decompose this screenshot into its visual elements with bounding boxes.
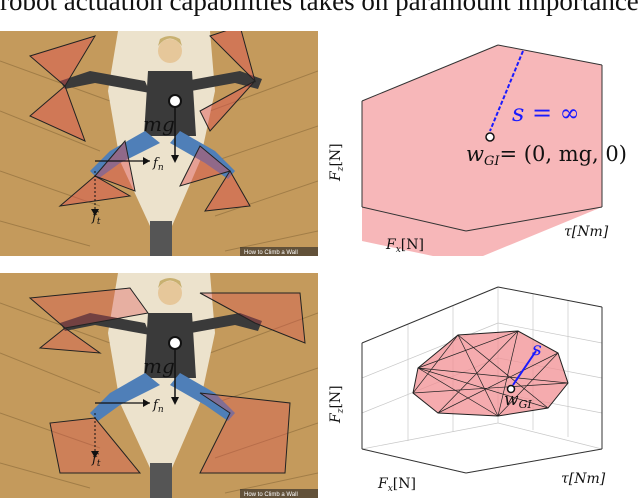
fx-axis-label: Fx[N]	[385, 237, 424, 255]
box-edges	[361, 286, 603, 474]
caption-text: robot actuation capabilities takes on pa…	[0, 0, 640, 16]
fx-axis-label: Fx[N]	[377, 476, 416, 494]
fn-label: fn	[152, 398, 164, 415]
fn-arrowhead	[143, 399, 150, 407]
tau-axis-label: τ[Nm]	[564, 224, 609, 240]
hair	[158, 36, 182, 46]
ft-arrowhead	[91, 451, 99, 458]
watermark: How to Climb a Wall	[244, 250, 298, 256]
gravity-arrowhead	[171, 397, 179, 405]
head	[158, 281, 182, 305]
watermark: How to Climb a Wall	[244, 492, 298, 498]
polytope-mesh	[412, 330, 569, 417]
wrench-cone-plot-top: s = ∞ wGI= (0, mg, 0) Fz[N] Fx[N] τ[Nm]	[328, 44, 627, 256]
ft-arrowhead	[91, 209, 99, 216]
com-marker	[168, 94, 182, 108]
wall-texture	[0, 60, 318, 252]
com-marker	[168, 336, 182, 350]
ft-label: ft	[91, 210, 101, 227]
photo-top: mg fn ft How to Climb a Wall	[0, 31, 318, 256]
wrench-polytope	[412, 330, 569, 417]
hair	[158, 278, 182, 288]
friction-cones	[28, 31, 256, 212]
s-vector	[512, 350, 537, 386]
gravity-arrowhead	[171, 155, 179, 163]
wgi-point	[506, 384, 516, 394]
fn-label: fn	[152, 156, 164, 173]
wgi-label: wGI= (0, mg, 0)	[466, 142, 627, 169]
plot-top: s = ∞ wGI= (0, mg, 0) Fz[N] Fx[N] τ[Nm]	[318, 31, 640, 256]
left-leg	[90, 373, 160, 421]
fz-axis-label: Fz[N]	[328, 143, 346, 182]
wall-texture	[0, 302, 318, 494]
mg-label: mg	[143, 112, 175, 136]
s-label: s	[532, 338, 542, 360]
wrench-polytope-plot-bottom: s wGI Fz[N] Fx[N] τ[Nm]	[328, 286, 606, 494]
s-label: s = ∞	[512, 99, 580, 127]
friction-pyramids	[28, 287, 306, 474]
head	[158, 39, 182, 63]
watermark-bg	[240, 247, 318, 256]
mg-label: mg	[143, 354, 175, 378]
photo-bottom: mg fn ft How to Climb a Wall	[0, 273, 318, 498]
right-arm	[180, 71, 262, 93]
left-arm	[60, 71, 150, 93]
fn-arrowhead	[143, 157, 150, 165]
climber-illustration-top: mg fn ft How to Climb a Wall	[0, 31, 318, 256]
left-arm	[60, 313, 150, 335]
cone-volume	[362, 45, 602, 256]
right-leg	[170, 131, 235, 179]
plot-bottom: s wGI Fz[N] Fx[N] τ[Nm]	[318, 273, 640, 498]
right-arm	[180, 313, 262, 335]
fz-axis-label: Fz[N]	[328, 385, 346, 424]
wgi-label: wGI	[504, 390, 532, 411]
ft-label: ft	[91, 452, 101, 469]
climber-illustration-bottom: mg fn ft How to Climb a Wall	[0, 273, 318, 498]
right-leg	[170, 373, 235, 421]
left-leg	[90, 131, 160, 179]
tau-axis-label: τ[Nm]	[561, 471, 606, 487]
wgi-point	[485, 132, 495, 142]
cube-edges	[361, 44, 603, 232]
gap-bottom	[150, 463, 172, 498]
s-vector	[489, 50, 524, 132]
gap-bottom	[150, 221, 172, 256]
watermark-bg	[240, 489, 318, 498]
